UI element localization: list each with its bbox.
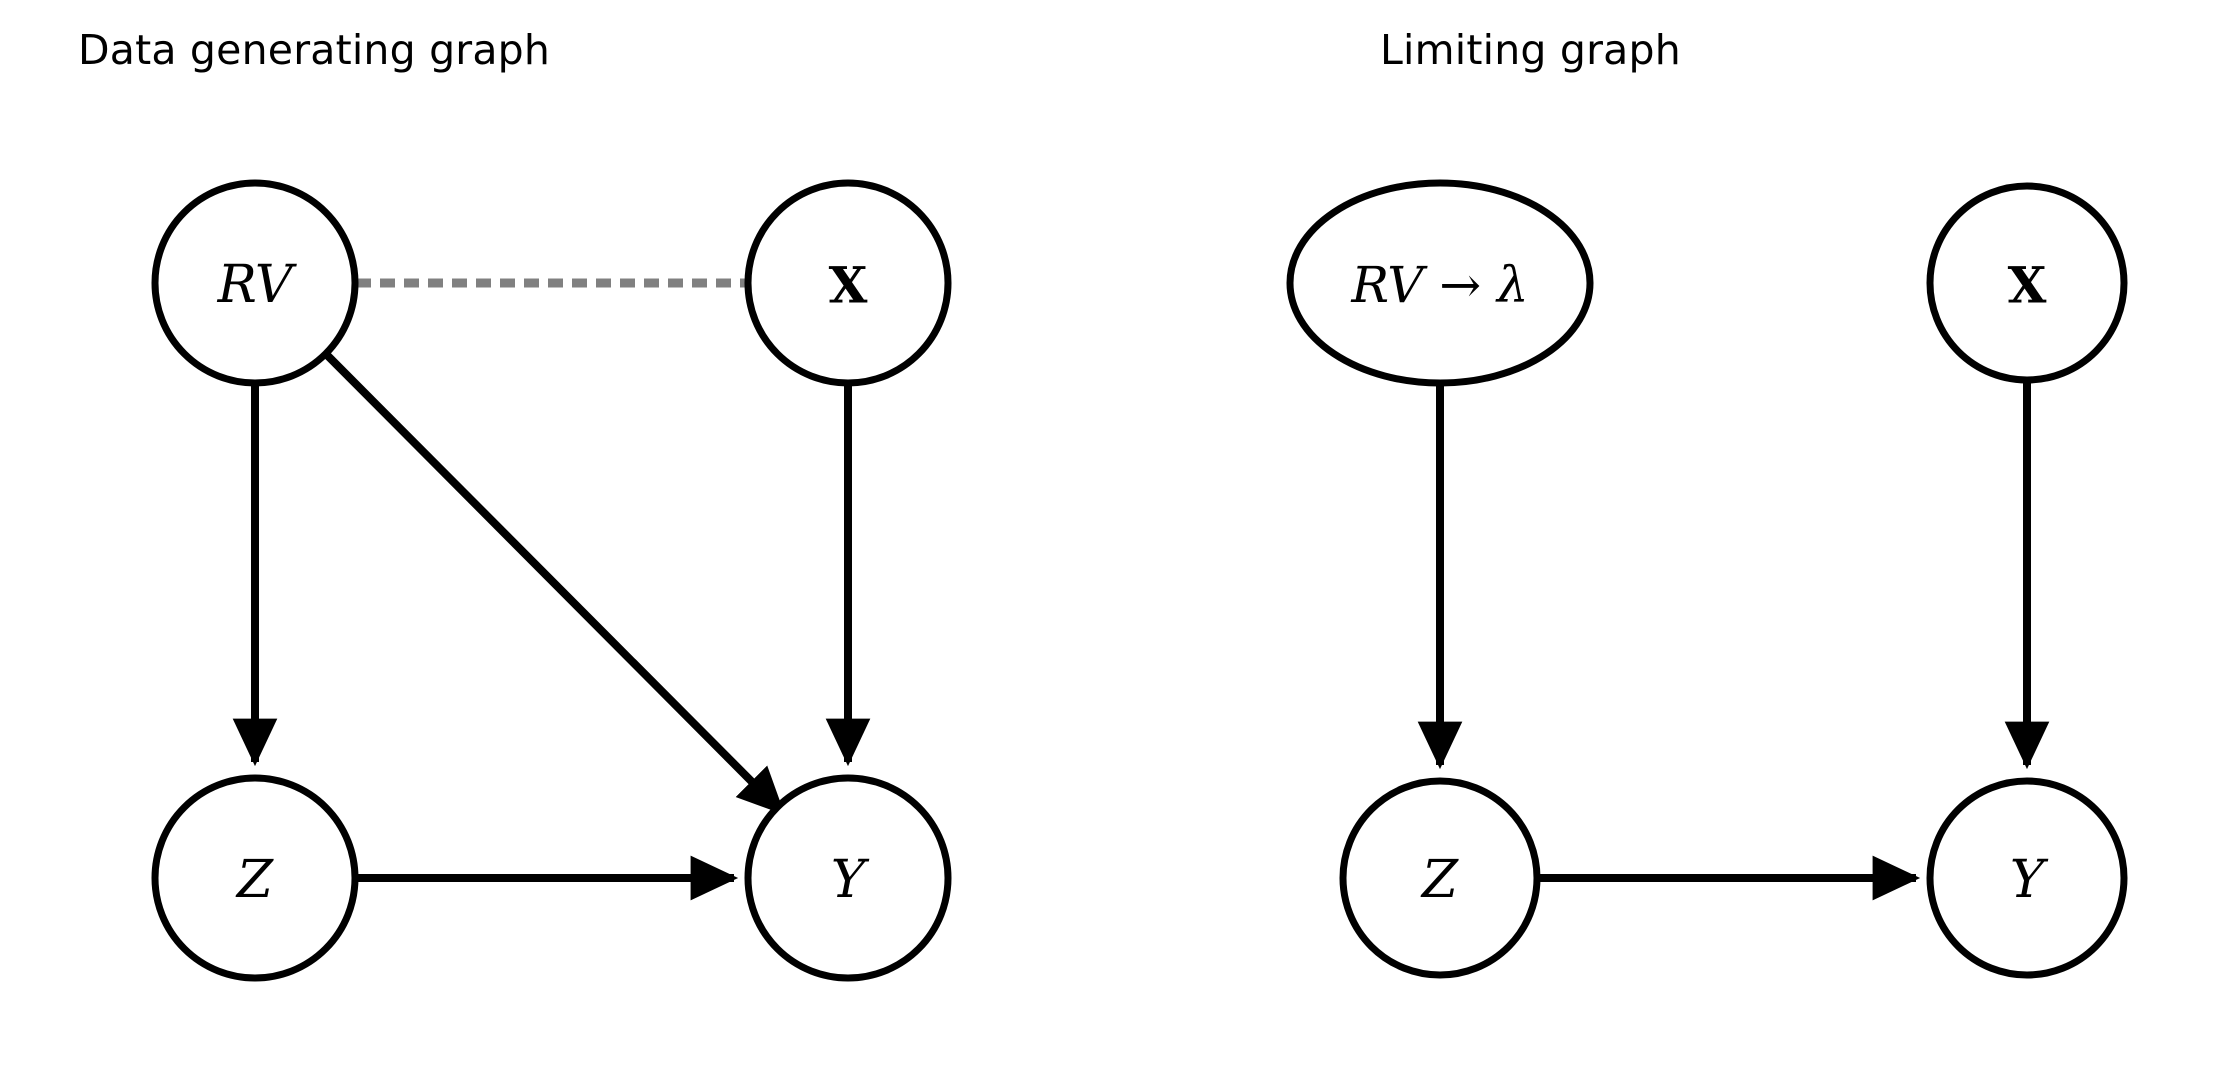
- node-rv-to-lambda-ellipse: [1286, 179, 1594, 387]
- node-rv[interactable]: RV: [151, 179, 359, 387]
- node-z-limiting-label: Z: [1420, 850, 1459, 910]
- node-y-limiting[interactable]: Y: [1926, 777, 2128, 979]
- node-z-circle: [151, 774, 359, 982]
- node-rv-label: RV: [217, 255, 297, 315]
- node-y[interactable]: Y: [744, 774, 952, 982]
- node-x-limiting-circle: [1926, 182, 2128, 384]
- node-z[interactable]: Z: [151, 774, 359, 982]
- node-rv-to-lambda[interactable]: RV → λ: [1286, 179, 1594, 387]
- node-y-limiting-label: Y: [2010, 850, 2049, 910]
- node-z-limiting-circle: [1339, 777, 1541, 979]
- node-y-limiting-circle: [1926, 777, 2128, 979]
- node-x-limiting-label: X: [2008, 256, 2047, 315]
- node-rv-to-lambda-label: RV → λ: [1350, 256, 1528, 314]
- panel-title-data-generating-graph: Data generating graph: [78, 26, 551, 74]
- node-rv-circle: [151, 179, 359, 387]
- node-z-label: Z: [235, 850, 274, 910]
- panel-title-limiting-graph: Limiting graph: [1380, 26, 1681, 74]
- node-y-circle: [744, 774, 952, 982]
- node-x[interactable]: X: [744, 179, 952, 387]
- node-x-limiting[interactable]: X: [1926, 182, 2128, 384]
- panel-data-generating-graph: RV X Z Y: [151, 179, 952, 982]
- panel-limiting-graph: RV → λ X Z Y: [1286, 179, 2128, 979]
- edge-rv-to-y: [323, 351, 785, 815]
- node-x-circle: [744, 179, 952, 387]
- node-x-label: X: [829, 256, 868, 315]
- node-y-label: Y: [831, 850, 870, 910]
- node-z-limiting[interactable]: Z: [1339, 777, 1541, 979]
